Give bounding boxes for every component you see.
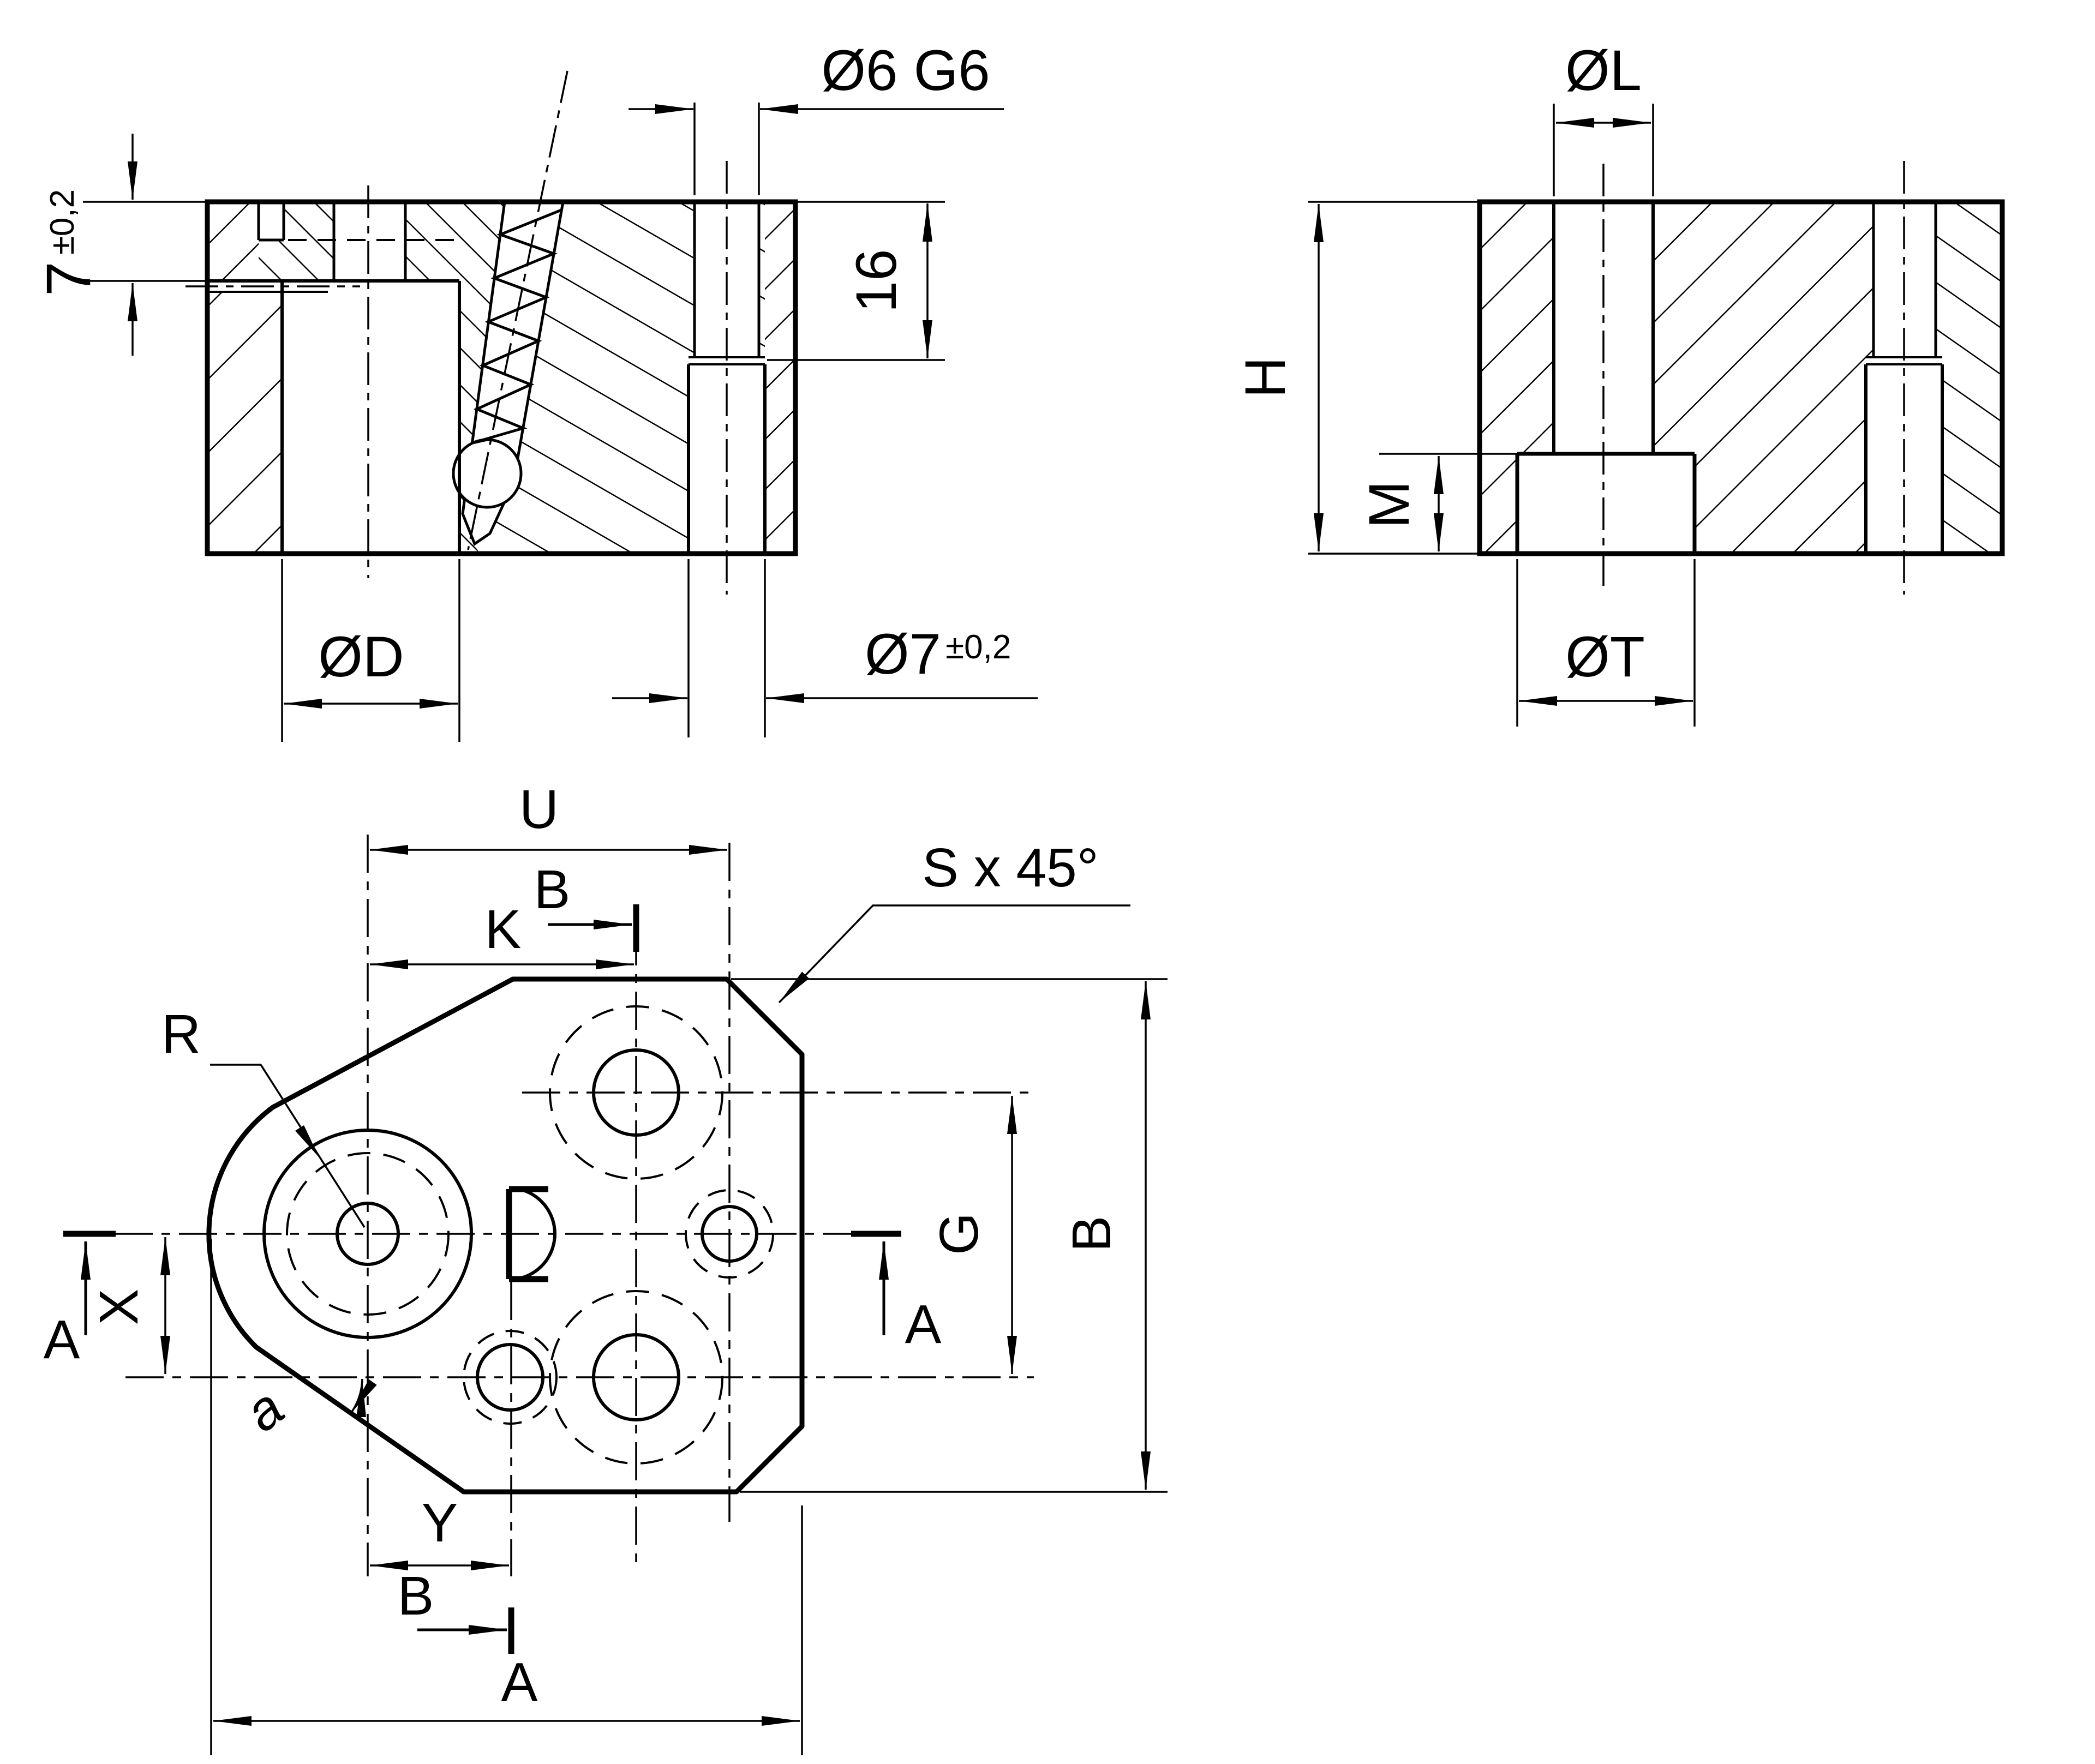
hole-bottom-left-hidden [463,1330,558,1425]
hatch-region [207,292,282,554]
dim-boreD-label: ØD [318,625,404,689]
dim-R-label: R [161,1004,201,1065]
dim-boreT-label: ØT [1565,625,1645,689]
dim-M-label: M [1357,481,1421,528]
dim-G-label: G [929,1213,990,1255]
hatch-region [759,202,765,360]
dim-bore6-label: Ø6 G6 [821,39,990,103]
hatch-region [765,202,795,554]
section-view-b: ØL H M ØT [1234,39,2005,727]
dim-bore7-label: Ø7±0,2 [865,622,1011,686]
section-view-a: 7±0,2 Ø6 G6 16 ØD Ø7±0,2 [34,39,1038,742]
counterbore-t [1517,454,1695,553]
detent-ball [452,438,523,509]
dim-X-label: X [88,1289,149,1325]
hatch-region [259,202,334,281]
hatch-region [1936,202,2002,554]
top-notch [259,202,284,240]
section-B-top-label: B [534,859,571,920]
dim-A-width-label: A [501,1652,538,1713]
section-B-bottom-label: B [398,1565,434,1627]
bore-d-cavity [282,281,459,553]
hatch-region [207,202,259,281]
spring-centerline [467,70,568,550]
dim-K-label: K [485,899,522,960]
dim-boreL-label: ØL [1565,39,1642,103]
spring-zigzag [472,208,562,445]
dim-B-height-label: B [1061,1216,1122,1252]
hatch-region [477,202,695,554]
dim-H-label: H [1234,357,1297,398]
dim-U-label: U [519,779,559,840]
body-outline [1477,199,2005,556]
top-channel [334,202,405,281]
dim-Y-label: Y [422,1492,458,1553]
section-A-left-label: A [44,1309,80,1370]
section-A-right-label: A [905,1294,942,1355]
dim-chamfer-label: S x 45° [922,837,1099,898]
dim-angle-label: a [234,1377,295,1444]
dim-depth7-label: 7±0,2 [34,189,104,296]
body-outline [205,199,798,556]
plan-view: U B K S x 45° R A A X G B a [44,779,1168,1755]
plate-outline [206,976,805,1495]
radius-arrowhead [295,1125,319,1157]
dim-16-label: 16 [845,249,908,313]
